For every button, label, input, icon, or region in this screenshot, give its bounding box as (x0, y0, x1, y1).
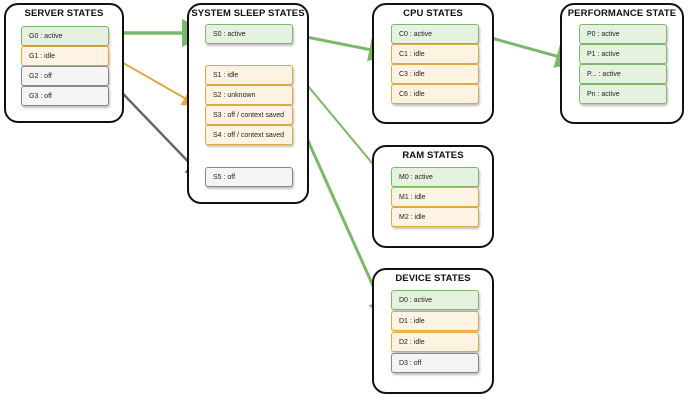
state-s4-label: S4 : off / context saved (213, 131, 285, 139)
system-sleep-states-title: SYSTEM SLEEP STATES (191, 8, 305, 19)
state-p1[interactable]: P1 : active (579, 44, 667, 64)
state-g0-label: G0 : active (29, 32, 63, 40)
state-m0-label: M0 : active (399, 173, 433, 181)
state-c1[interactable]: C1 : idle (391, 44, 479, 64)
performance-state-group: PERFORMANCE STATE P0 : active P1 : activ… (560, 3, 684, 124)
state-s2[interactable]: S2 : unknown (205, 85, 293, 105)
state-s1-label: S1 : idle (213, 71, 239, 79)
state-c0[interactable]: C0 : active (391, 24, 479, 44)
state-g1-label: G1 : idle (29, 52, 56, 60)
state-c6-label: C6 : idle (399, 90, 425, 98)
state-m0[interactable]: M0 : active (391, 167, 479, 187)
state-pn[interactable]: Pn : active (579, 84, 667, 104)
state-d1[interactable]: D1 : idle (391, 311, 479, 331)
state-s5[interactable]: S5 : off (205, 167, 293, 187)
state-p0[interactable]: P0 : active (579, 24, 667, 44)
system-sleep-states-group: SYSTEM SLEEP STATES S0 : active S1 : idl… (187, 3, 309, 204)
state-c3-label: C3 : idle (399, 70, 425, 78)
state-d2[interactable]: D2 : idle (391, 332, 479, 352)
state-d0-label: D0 : active (399, 296, 433, 304)
state-g2[interactable]: G2 : off (21, 66, 109, 86)
ram-states-group: RAM STATES M0 : active M1 : idle M2 : id… (372, 145, 494, 248)
state-p1-label: P1 : active (587, 50, 620, 58)
state-d3[interactable]: D3 : off (391, 353, 479, 373)
state-g2-label: G2 : off (29, 72, 52, 80)
state-p0-label: P0 : active (587, 30, 620, 38)
state-g0[interactable]: G0 : active (21, 26, 109, 46)
state-s0-label: S0 : active (213, 30, 246, 38)
state-m2-label: M2 : idle (399, 213, 426, 221)
state-s0[interactable]: S0 : active (205, 24, 293, 44)
device-states-group: DEVICE STATES D0 : active D1 : idle D2 :… (372, 268, 494, 394)
state-c0-label: C0 : active (399, 30, 433, 38)
state-m2[interactable]: M2 : idle (391, 207, 479, 227)
state-g3-label: G3 : off (29, 92, 52, 100)
state-m1[interactable]: M1 : idle (391, 187, 479, 207)
state-g1[interactable]: G1 : idle (21, 46, 109, 66)
state-m1-label: M1 : idle (399, 193, 426, 201)
cpu-states-title: CPU STATES (403, 8, 463, 19)
server-states-title: SERVER STATES (24, 8, 104, 19)
device-states-title: DEVICE STATES (395, 273, 471, 284)
state-d1-label: D1 : idle (399, 317, 425, 325)
state-s1[interactable]: S1 : idle (205, 65, 293, 85)
state-s3-label: S3 : off / context saved (213, 111, 285, 119)
state-c1-label: C1 : idle (399, 50, 425, 58)
state-d3-label: D3 : off (399, 359, 422, 367)
performance-state-title: PERFORMANCE STATE (567, 8, 677, 19)
state-g3[interactable]: G3 : off (21, 86, 109, 106)
state-c3[interactable]: C3 : idle (391, 64, 479, 84)
state-s4[interactable]: S4 : off / context saved (205, 125, 293, 145)
ram-states-title: RAM STATES (402, 150, 464, 161)
state-pn-label: Pn : active (587, 90, 620, 98)
state-s5-label: S5 : off (213, 173, 236, 181)
state-d2-label: D2 : idle (399, 338, 425, 346)
state-s3[interactable]: S3 : off / context saved (205, 105, 293, 125)
state-d0[interactable]: D0 : active (391, 290, 479, 310)
server-states-group: SERVER STATES G0 : active G1 : idle G2 :… (4, 3, 124, 123)
cpu-states-group: CPU STATES C0 : active C1 : idle C3 : id… (372, 3, 494, 124)
state-p-ellipsis-label: P... : active (587, 70, 621, 78)
state-s2-label: S2 : unknown (213, 91, 256, 99)
state-c6[interactable]: C6 : idle (391, 84, 479, 104)
state-p-ellipsis[interactable]: P... : active (579, 64, 667, 84)
